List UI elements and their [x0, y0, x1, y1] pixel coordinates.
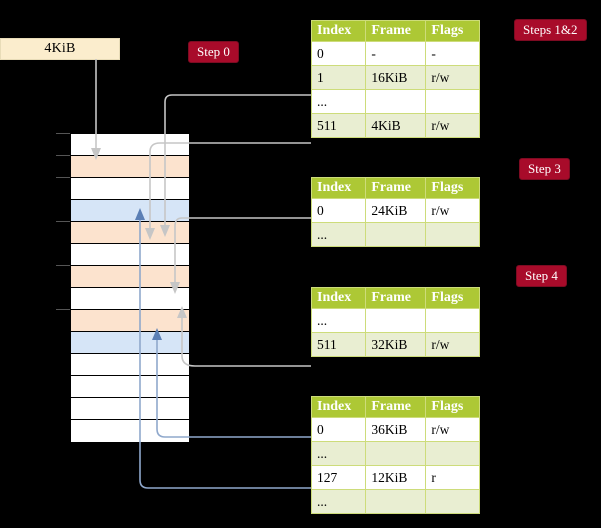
memory-row [71, 332, 189, 354]
column-header: Frame [365, 177, 427, 199]
table-cell: 0 [310, 417, 367, 442]
badge-step-4: Step 4 [516, 265, 567, 287]
table-cell [425, 308, 480, 333]
badge-step-0-label: Step 0 [197, 44, 230, 59]
table-cell: 0 [310, 41, 367, 66]
memory-row [71, 156, 189, 178]
table-cell: r/w [425, 332, 480, 357]
table-cell [365, 441, 427, 466]
table-cell [365, 89, 427, 114]
table-cell: r [425, 465, 480, 490]
badge-step-3-label: Step 3 [528, 161, 561, 176]
badge-steps-1-2-label: Steps 1&2 [523, 22, 578, 37]
table-cell: ... [310, 441, 367, 466]
memory-row [71, 420, 189, 442]
table-row: 0-- [310, 41, 480, 66]
memory-tick [56, 133, 70, 134]
table-row: ... [310, 441, 480, 466]
table-cell [425, 489, 480, 514]
table-cell [425, 89, 480, 114]
table-cell: - [365, 41, 427, 66]
table-cell [365, 222, 427, 247]
table-cell [425, 222, 480, 247]
table-cell: 1 [310, 65, 367, 90]
memory-tick [56, 155, 70, 156]
table-cell: 0 [310, 198, 367, 223]
column-header: Flags [425, 287, 480, 309]
table-cell: ... [310, 308, 367, 333]
table-cell: r/w [425, 65, 480, 90]
table-cell: 36KiB [365, 417, 427, 442]
physical-memory-column [70, 133, 190, 442]
memory-row [71, 134, 189, 156]
table-cell: 16KiB [365, 65, 427, 90]
table-row: ... [310, 222, 480, 247]
badge-step-4-label: Step 4 [525, 268, 558, 283]
column-header: Frame [365, 396, 427, 418]
column-header: Flags [425, 177, 480, 199]
table-cell: 4KiB [365, 113, 427, 138]
memory-tick [56, 221, 70, 222]
memory-row [71, 266, 189, 288]
wire-table2-to-memory [181, 318, 311, 367]
table-cell [365, 308, 427, 333]
memory-row [71, 222, 189, 244]
memory-row [71, 200, 189, 222]
memory-row [71, 376, 189, 398]
table-cell: ... [310, 222, 367, 247]
memory-row [71, 244, 189, 266]
memory-row [71, 398, 189, 420]
table-cell: 12KiB [365, 465, 427, 490]
table-row: ... [310, 308, 480, 333]
memory-tick [56, 177, 70, 178]
memory-row [71, 310, 189, 332]
table-cell: ... [310, 489, 367, 514]
column-header: Index [310, 177, 367, 199]
column-header: Frame [365, 20, 427, 42]
table-cell: r/w [425, 417, 480, 442]
memory-tick [56, 265, 70, 266]
table-cell [365, 489, 427, 514]
table-row: ... [310, 489, 480, 514]
virtual-address-label: 4KiB [44, 41, 76, 56]
table-cell [425, 441, 480, 466]
column-header: Index [310, 20, 367, 42]
table-cell: r/w [425, 198, 480, 223]
badge-steps-1-2: Steps 1&2 [514, 19, 587, 41]
table-cell: 127 [310, 465, 367, 490]
table-row: ... [310, 89, 480, 114]
column-header: Flags [425, 396, 480, 418]
table-cell: - [425, 41, 480, 66]
column-header: Index [310, 396, 367, 418]
badge-step-3: Step 3 [519, 158, 570, 180]
memory-row [71, 178, 189, 200]
table-cell: 511 [310, 332, 367, 357]
badge-step-0: Step 0 [188, 41, 239, 63]
virtual-address-box: 4KiB [0, 38, 120, 60]
memory-row [71, 288, 189, 310]
column-header: Frame [365, 287, 427, 309]
table-cell: 511 [310, 113, 367, 138]
table-cell: 24KiB [365, 198, 427, 223]
column-header: Index [310, 287, 367, 309]
memory-row [71, 354, 189, 376]
column-header: Flags [425, 20, 480, 42]
table-cell: ... [310, 89, 367, 114]
table-cell: 32KiB [365, 332, 427, 357]
memory-tick [56, 309, 70, 310]
table-cell: r/w [425, 113, 480, 138]
